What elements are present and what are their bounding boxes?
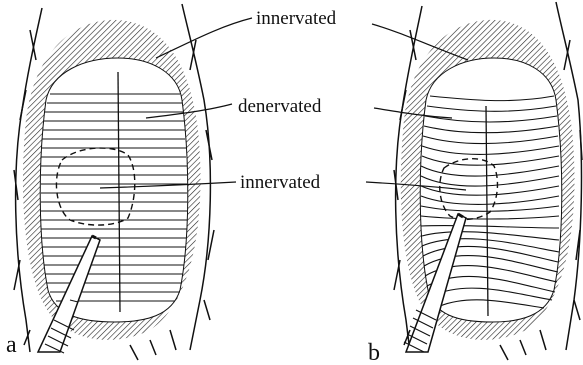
panel-letter-a: a [6, 332, 17, 358]
denervated-area-a [40, 58, 188, 322]
label-innervated-center: innervated [240, 172, 321, 193]
label-innervated-top: innervated [256, 8, 337, 29]
label-denervated: denervated [238, 96, 322, 117]
panel-letter-b: b [368, 340, 380, 365]
panel-a [14, 4, 214, 360]
panel-b [394, 2, 582, 360]
